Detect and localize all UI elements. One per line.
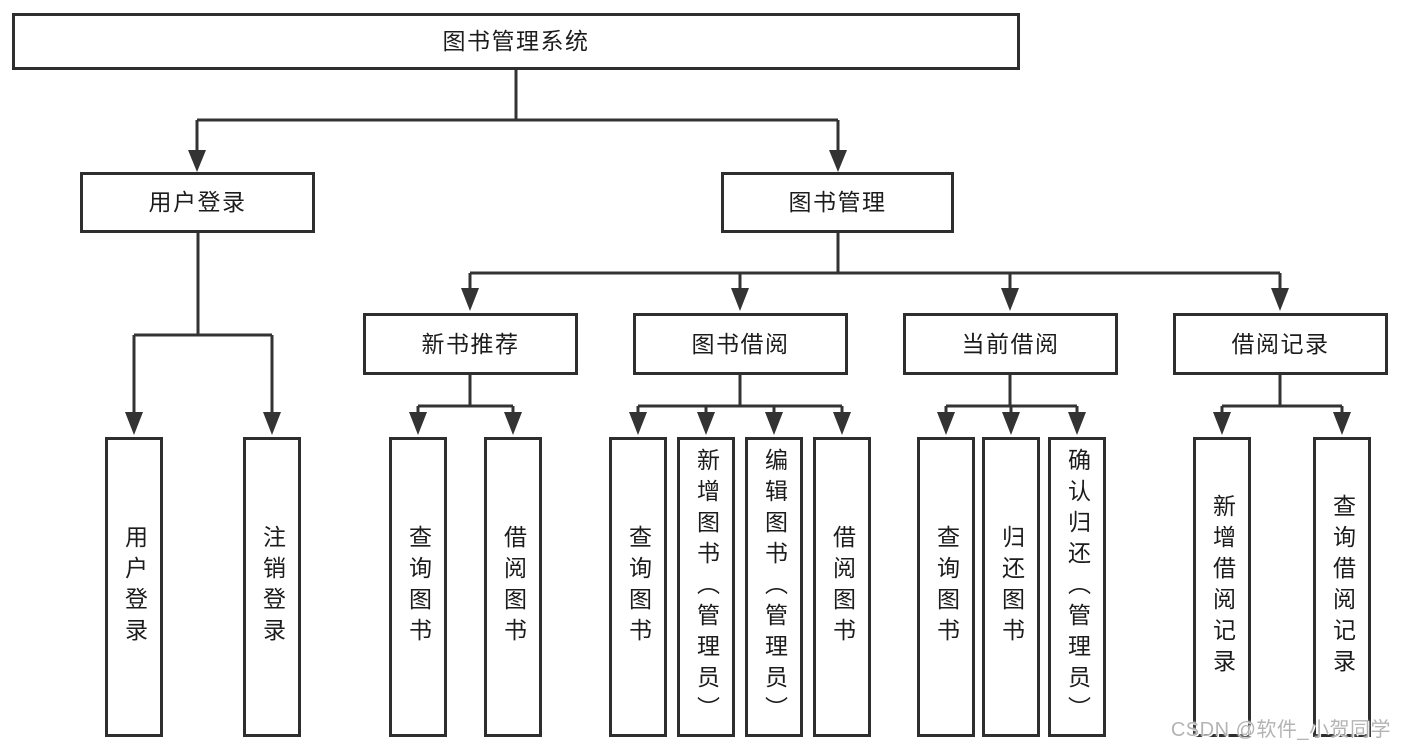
node-current-borrow: 当前借阅	[903, 313, 1118, 375]
connector-root	[195, 70, 840, 150]
node-leaf-user-login: 用户登录	[105, 437, 163, 737]
node-leaf-return-books-label: 归还图书	[998, 525, 1025, 649]
arrow-down-icon	[629, 412, 647, 435]
node-leaf-add-borrow-record-label: 新增借阅记录	[1209, 494, 1236, 680]
node-leaf-query-borrow-record-label: 查询借阅记录	[1329, 494, 1356, 680]
arrow-down-icon	[461, 288, 479, 311]
arrow-down-icon	[731, 288, 749, 311]
node-leaf-add-borrow-record: 新增借阅记录	[1193, 437, 1251, 737]
node-leaf-logout: 注销登录	[243, 437, 301, 737]
node-leaf-logout-label: 注销登录	[259, 525, 286, 649]
node-book-borrow-label: 图书借阅	[691, 330, 790, 357]
node-leaf-query-books-3: 查询图书	[917, 437, 975, 737]
node-leaf-borrow-books-2: 借阅图书	[813, 437, 871, 737]
arrow-down-icon	[765, 412, 783, 435]
node-book-management-label: 图书管理	[788, 189, 887, 215]
arrow-down-icon	[829, 150, 847, 172]
arrow-down-icon	[188, 150, 206, 172]
node-leaf-user-login-label: 用户登录	[121, 525, 148, 649]
node-user-login-label: 用户登录	[148, 189, 247, 215]
arrow-down-icon	[409, 412, 427, 435]
node-leaf-borrow-books-1-label: 借阅图书	[500, 525, 527, 649]
arrow-down-icon	[697, 412, 715, 435]
csdn-watermark: CSDN @软件_小贺同学	[1170, 719, 1391, 741]
node-user-login: 用户登录	[80, 172, 315, 233]
node-new-book-recommend: 新书推荐	[363, 313, 578, 375]
node-new-book-recommend-label: 新书推荐	[421, 330, 520, 357]
node-leaf-borrow-books-1: 借阅图书	[484, 437, 542, 737]
arrow-down-icon	[1001, 288, 1019, 311]
connector-current-borrow	[944, 375, 1079, 412]
connector-book-management	[468, 233, 1282, 288]
arrowheads	[125, 150, 1351, 435]
node-borrow-records: 借阅记录	[1173, 313, 1388, 375]
node-leaf-query-books-3-label: 查询图书	[933, 525, 960, 649]
arrow-down-icon	[1068, 412, 1086, 435]
arrow-down-icon	[1213, 412, 1231, 435]
arrow-down-icon	[937, 412, 955, 435]
arrow-down-icon	[504, 412, 522, 435]
node-leaf-query-books-1: 查询图书	[389, 437, 447, 737]
node-leaf-confirm-return-label: 确认归还（管理员）	[1064, 447, 1091, 727]
node-root-label: 图书管理系统	[442, 28, 590, 54]
node-book-borrow: 图书借阅	[633, 313, 848, 375]
connector-book-borrow	[636, 375, 844, 412]
arrow-down-icon	[125, 412, 143, 435]
node-leaf-return-books: 归还图书	[982, 437, 1040, 737]
node-book-management: 图书管理	[721, 172, 954, 233]
node-leaf-borrow-books-2-label: 借阅图书	[829, 525, 856, 649]
connector-borrow-records	[1220, 375, 1344, 412]
node-leaf-add-books: 新增图书（管理员）	[677, 437, 735, 737]
arrow-down-icon	[1333, 412, 1351, 435]
node-leaf-query-borrow-record: 查询借阅记录	[1313, 437, 1371, 737]
node-current-borrow-label: 当前借阅	[961, 330, 1060, 357]
node-leaf-add-books-label: 新增图书（管理员）	[693, 447, 720, 727]
node-leaf-edit-books-label: 编辑图书（管理员）	[761, 447, 788, 727]
node-leaf-query-books-1-label: 查询图书	[405, 525, 432, 649]
node-borrow-records-label: 借阅记录	[1231, 330, 1330, 357]
arrow-down-icon	[263, 412, 281, 435]
node-leaf-edit-books: 编辑图书（管理员）	[745, 437, 803, 737]
node-root: 图书管理系统	[12, 13, 1020, 70]
node-leaf-query-books-2-label: 查询图书	[625, 525, 652, 649]
arrow-down-icon	[1271, 288, 1289, 311]
connector-user-login	[132, 233, 274, 412]
arrow-down-icon	[1002, 412, 1020, 435]
connector-new-book	[416, 375, 515, 412]
arrow-down-icon	[833, 412, 851, 435]
node-leaf-confirm-return: 确认归还（管理员）	[1048, 437, 1106, 737]
node-leaf-query-books-2: 查询图书	[609, 437, 667, 737]
